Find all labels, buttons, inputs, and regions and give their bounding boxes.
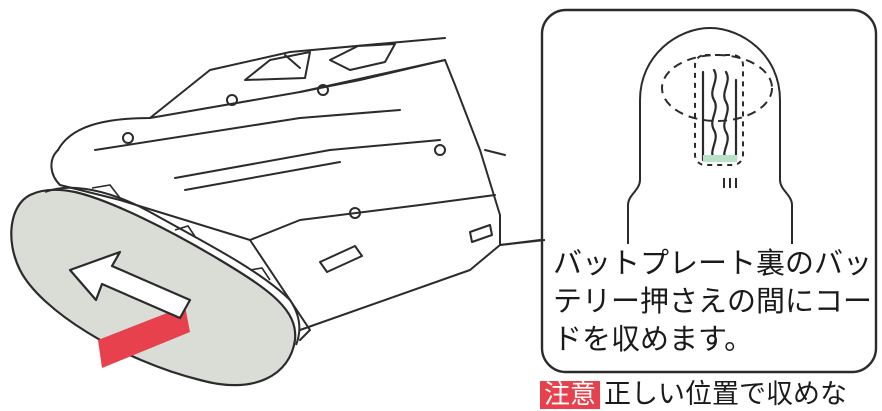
device-body xyxy=(50,37,541,341)
callout-line: バットプレート裏のバッ xyxy=(553,246,873,280)
battery-holder-illustration xyxy=(10,8,878,387)
callout-pointer xyxy=(499,239,546,246)
callout-line: ドを収めます。 xyxy=(553,322,754,356)
caution-badge: 注意 xyxy=(540,381,601,409)
insert-direction-arrow xyxy=(68,250,192,368)
callout-box xyxy=(540,8,878,374)
callout-line: テリー押さえの間にコー xyxy=(553,284,873,318)
caution-text: 正しい位置で収めな xyxy=(604,379,848,410)
caution-note: 注意 正しい位置で収めな xyxy=(540,381,847,411)
callout-text: バットプレート裏のバッ テリー押さえの間にコー ドを収めます。 xyxy=(553,244,873,358)
